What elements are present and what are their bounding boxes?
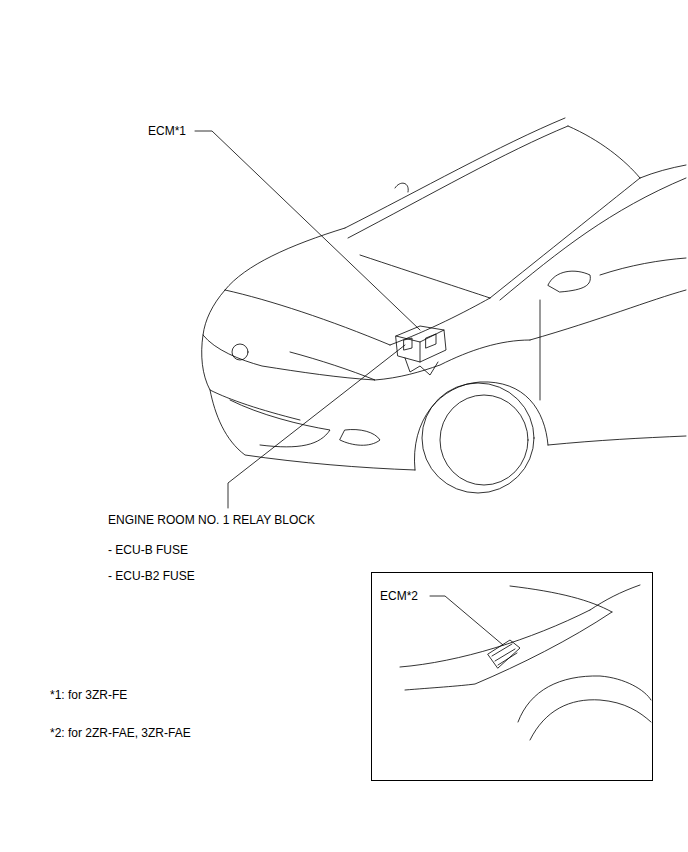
front-bumper <box>202 335 300 420</box>
inset-hood <box>405 612 612 690</box>
ecm-component <box>492 644 517 665</box>
body-side <box>530 290 686 340</box>
component-label: ECM*2 <box>380 589 418 603</box>
footnote: *2: for 2ZR-FAE, 3ZR-FAE <box>50 726 191 740</box>
tire <box>422 383 534 493</box>
a-pillar <box>490 178 640 298</box>
front-bumper <box>210 390 415 470</box>
inset-windshield <box>510 586 612 612</box>
ecm-component <box>488 640 520 668</box>
hood <box>225 228 345 290</box>
headlight <box>203 290 375 380</box>
inset-frame: ECM*2 <box>371 572 653 781</box>
body-side <box>600 258 686 275</box>
grille <box>230 400 330 447</box>
mirror <box>548 271 590 292</box>
leader-line <box>195 131 420 330</box>
component-label: ECM*1 <box>148 124 186 138</box>
ecm-component <box>404 334 436 350</box>
leader-line <box>228 345 405 508</box>
ecm-component <box>396 326 446 375</box>
fog-lamp <box>232 344 248 360</box>
part-name: ENGINE ROOM NO. 1 RELAY BLOCK <box>108 513 315 527</box>
part-name: - ECU-B2 FUSE <box>108 569 195 583</box>
door-line <box>548 436 686 445</box>
footnote: *1: for 3ZR-FE <box>50 688 127 702</box>
ecm-component <box>488 640 520 668</box>
inset-a-pillar <box>590 585 640 610</box>
roof-line <box>640 165 686 178</box>
a-pillar <box>500 178 686 300</box>
ecm-component <box>396 326 446 362</box>
fog-lamp <box>340 429 380 445</box>
leader-line <box>430 596 503 645</box>
windshield <box>568 126 640 178</box>
part-name: - ECU-B FUSE <box>108 543 188 557</box>
ecm-component <box>405 358 438 375</box>
inset-wheel-arch <box>518 676 651 722</box>
fender <box>375 340 530 380</box>
cowl <box>395 183 408 192</box>
roof-line <box>348 126 568 238</box>
hood <box>225 290 390 345</box>
inset-wheel-arch <box>530 700 651 740</box>
roof-line <box>345 118 565 228</box>
wheel <box>440 395 528 485</box>
door-line <box>540 300 541 400</box>
